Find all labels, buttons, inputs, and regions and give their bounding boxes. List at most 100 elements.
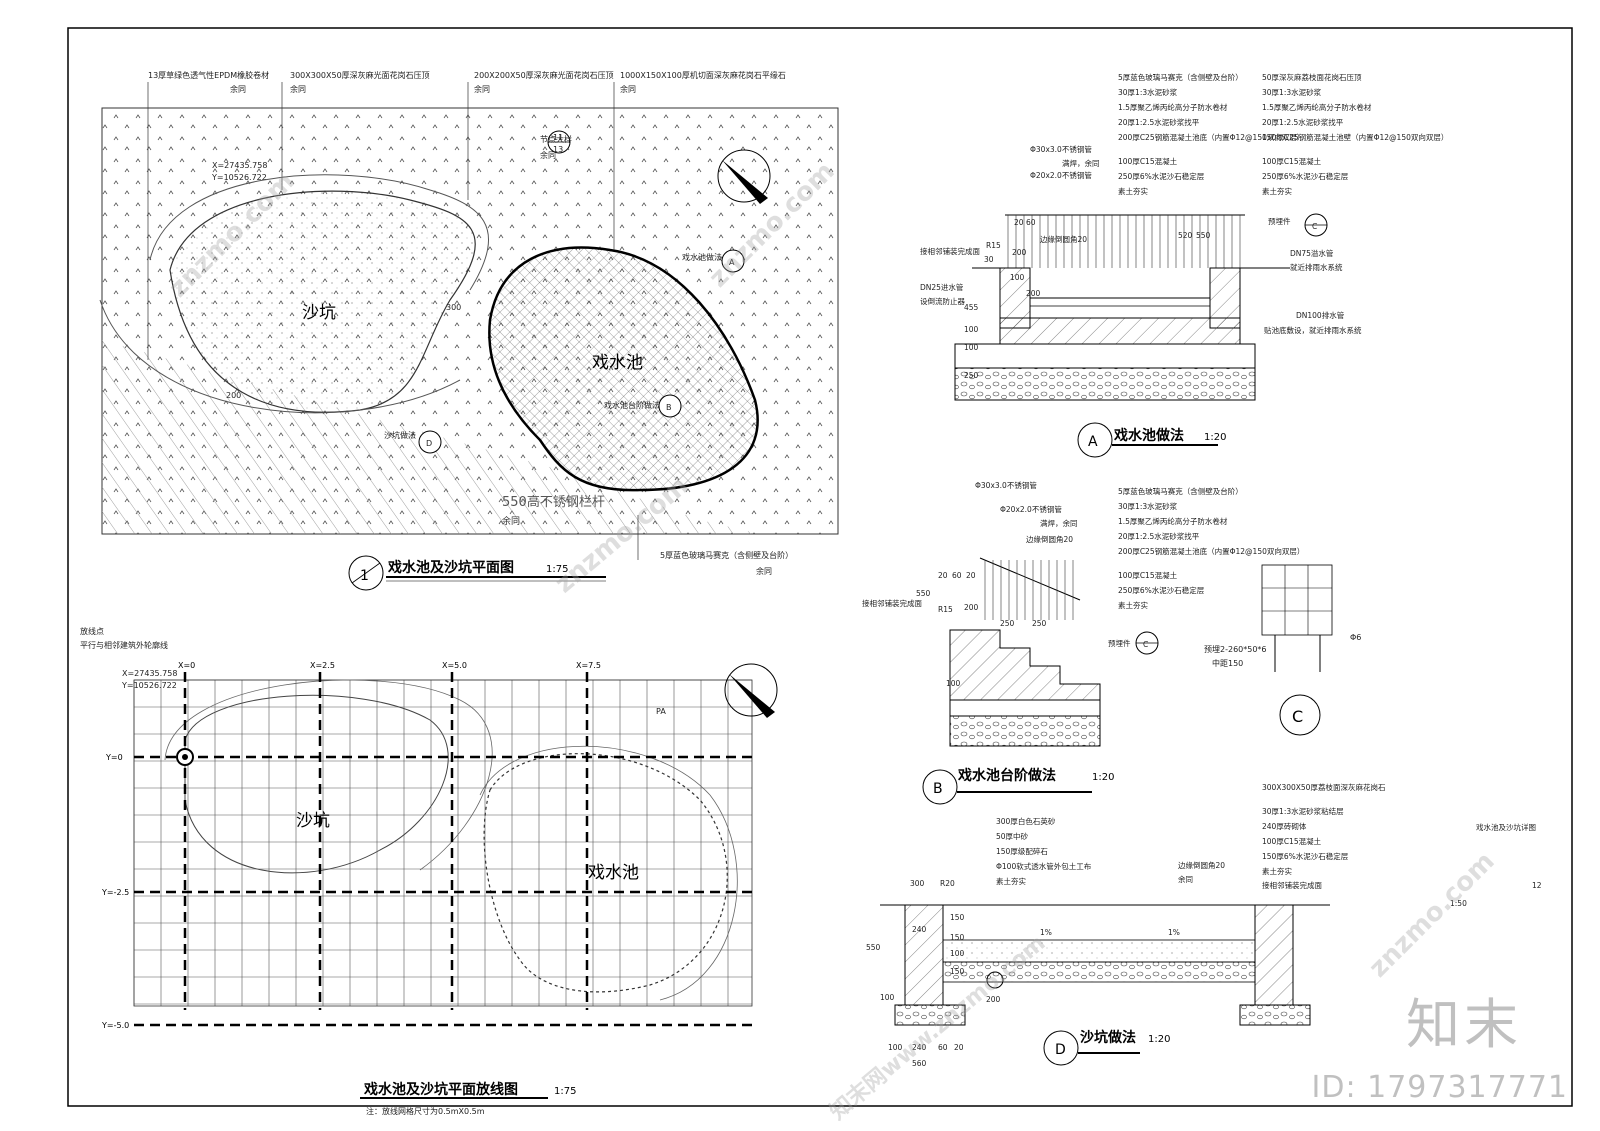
plan1-label-coping200: 200X200X50厚深灰麻光面花岗石压顶 xyxy=(474,70,614,80)
detailB-title: 戏水池台阶做法 xyxy=(957,767,1056,784)
detailD-dim-150b: 150 xyxy=(950,933,965,942)
detailA-embed-ref: C xyxy=(1312,222,1317,231)
detailD-left-layer-1: 50厚中砂 xyxy=(996,831,1029,841)
detailD-right-layer-5: 素土夯实 xyxy=(1262,866,1292,876)
plan2-x50: X=5.0 xyxy=(442,661,467,670)
plan2-origin-sub: 平行与相邻建筑外轮廓线 xyxy=(80,640,168,650)
plan1-label-coping200-sub: 余同 xyxy=(474,84,490,94)
detailD-dim-560: 560 xyxy=(912,1059,927,1068)
plan1-callout-step-ref: B xyxy=(666,403,672,412)
detailA-dim-r15: R15 xyxy=(986,241,1001,250)
detailB-layer-1: 30厚1:3水泥砂浆 xyxy=(1118,501,1178,511)
plan1-dim-300: 300 xyxy=(446,303,461,312)
detailA-ref: A xyxy=(1088,434,1098,450)
detailA-dim-520: 520 xyxy=(1178,231,1193,240)
detailD-side-num: 12 xyxy=(1532,881,1542,890)
detailA-left-layer-1: 30厚1:3水泥砂浆 xyxy=(1118,87,1178,97)
plan2-y0: Y=0 xyxy=(105,753,123,762)
detailD-right-layer-3: 100厚C15混凝土 xyxy=(1262,836,1322,846)
detailB-dim-20b: 20 xyxy=(966,571,976,580)
detailA-right-layer-7: 素土夯实 xyxy=(1262,186,1292,196)
plan1-label-epdm-sub: 余同 xyxy=(230,84,246,94)
watermark-id: ID: 1797317771 xyxy=(1311,1070,1568,1105)
detailA-dn75: DN75溢水管 xyxy=(1290,248,1334,258)
detailB-pipe2: Φ20x2.0不锈钢管 xyxy=(1000,504,1062,514)
detailA-embed: 预埋件 xyxy=(1268,216,1291,226)
detailA-left-layer-6: 250厚6%水泥沙石稳定层 xyxy=(1118,171,1205,181)
detailB-layer-0: 5厚蓝色玻璃马赛克（含侧壁及台阶） xyxy=(1118,486,1243,496)
detailA-left-layer-4: 200厚C25钢筋混凝土池底（内置Φ12@150双向双层） xyxy=(1118,132,1304,142)
plan1-mosaic-sub: 余同 xyxy=(756,566,772,576)
detailD-left-layer-0: 300厚白色石英砂 xyxy=(996,816,1056,826)
plan1-node-num: 11 xyxy=(553,133,563,142)
detailA-left-layer-7: 素土夯实 xyxy=(1118,186,1148,196)
plan1-node-den: 13 xyxy=(553,145,563,154)
detailD-dim-240b: 240 xyxy=(912,1043,927,1052)
plan1-coord-y: Y=10526.722 xyxy=(211,173,267,182)
detailA-dim-550: 550 xyxy=(1196,231,1211,240)
detailB-layer-4: 200厚C25钢筋混凝土池底（内置Φ12@150双向双层） xyxy=(1118,546,1304,556)
plan2-sandpit-label: 沙坑 xyxy=(296,811,330,831)
detailD-left-layer-4: 素土夯实 xyxy=(996,876,1026,886)
plan1-pool-label: 戏水池 xyxy=(592,353,643,373)
detailD-dim-100: 100 xyxy=(950,949,965,958)
plan1-callout-sand-ref: D xyxy=(426,439,432,448)
detailA-dim-20: 20 xyxy=(1014,218,1024,227)
detailA-dn100-sub: 贴池底敷设，就近排雨水系统 xyxy=(1264,325,1362,335)
detailA-scale: 1:20 xyxy=(1204,432,1226,443)
plan1-index: 1 xyxy=(360,568,369,584)
detailA-right-layer-4: 150厚C25钢筋混凝土池壁（内置Φ12@150双向双层） xyxy=(1262,132,1448,142)
detailA-right-layer-3: 20厚1:2.5水泥砂浆找平 xyxy=(1262,117,1344,127)
watermark-brand: 知末 xyxy=(1406,993,1522,1056)
detailA-dim-200b: 200 xyxy=(1026,289,1041,298)
plan1-mosaic: 5厚蓝色玻璃马赛克（含侧壁及台阶） xyxy=(660,550,793,560)
detail-d xyxy=(880,904,1330,1066)
plan2-x75: X=7.5 xyxy=(576,661,601,670)
plan2-note: 注：放线网格尺寸为0.5mX0.5m xyxy=(366,1106,485,1116)
north-arrow-icon xyxy=(717,149,771,204)
detail-c xyxy=(1261,564,1333,736)
detailA-dn25-sub: 设倒流防止器 xyxy=(920,296,965,306)
detail-a xyxy=(954,213,1328,458)
detailA-right-layer-6: 250厚6%水泥沙石稳定层 xyxy=(1262,171,1349,181)
detailB-weld: 满焊，余同 xyxy=(1040,518,1078,528)
detailD-slope-right: 1% xyxy=(1168,928,1180,937)
detailB-embed: 预埋件 xyxy=(1108,638,1131,648)
detailD-ref: D xyxy=(1055,1042,1066,1058)
detailA-dn100: DN100排水管 xyxy=(1296,310,1345,320)
detailD-left-layer-2: 150厚级配碎石 xyxy=(996,846,1048,856)
detailB-edge: 接相邻铺装完成面 xyxy=(862,598,922,608)
plan2-title: 戏水池及沙坑平面放线图 xyxy=(363,1081,518,1098)
plan1-label-coping300: 300X300X50厚深灰麻光面花岗石压顶 xyxy=(290,70,430,80)
plan1-label-epdm: 13厚草绿色透气性EPDM橡胶卷材 xyxy=(148,70,269,80)
north-arrow-2-icon xyxy=(724,663,778,718)
detailD-dim-100c: 100 xyxy=(888,1043,903,1052)
plan1-callout-pool: 戏水池做法 xyxy=(682,252,722,262)
detailA-round: 边缘倒圆角20 xyxy=(1040,234,1087,244)
detailD-dim-550: 550 xyxy=(866,943,881,952)
detailA-left-layer-5: 100厚C15混凝土 xyxy=(1118,156,1178,166)
detailC-label1: 预埋2-260*50*6 xyxy=(1204,644,1267,654)
detailA-dim-30: 30 xyxy=(984,255,994,264)
detailB-layer-3: 20厚1:2.5水泥砂浆找平 xyxy=(1118,531,1200,541)
detailD-dim-r20: R20 xyxy=(940,879,955,888)
detailD-title: 沙坑做法 xyxy=(1080,1029,1136,1046)
detailD-right-layer-0: 300X300X50厚荔枝面深灰麻花岗石 xyxy=(1262,782,1386,792)
detailB-dim-550: 550 xyxy=(916,589,931,598)
plan-1 xyxy=(99,82,839,591)
detailD-slope-left: 1% xyxy=(1040,928,1052,937)
detailB-layer-2: 1.5厚聚乙烯丙纶高分子防水卷材 xyxy=(1118,516,1228,526)
detailA-dim-250: 250 xyxy=(964,371,979,380)
detailA-title: 戏水池做法 xyxy=(1113,427,1184,444)
detailC-dia: Φ6 xyxy=(1350,633,1361,642)
detailD-right-layer-4: 150厚6%水泥沙石稳定层 xyxy=(1262,851,1349,861)
detailD-side-scale: 1:50 xyxy=(1450,899,1467,908)
plan1-title: 戏水池及沙坑平面图 xyxy=(387,559,514,576)
detailA-dim-100c: 100 xyxy=(964,343,979,352)
detailA-right-layer-5: 100厚C15混凝土 xyxy=(1262,156,1322,166)
detailA-pipe2: Φ20x2.0不锈钢管 xyxy=(1030,170,1092,180)
detailD-dim-240: 240 xyxy=(912,925,927,934)
detailA-left-layer-3: 20厚1:2.5水泥砂浆找平 xyxy=(1118,117,1200,127)
detailB-layer-7: 素土夯实 xyxy=(1118,600,1148,610)
